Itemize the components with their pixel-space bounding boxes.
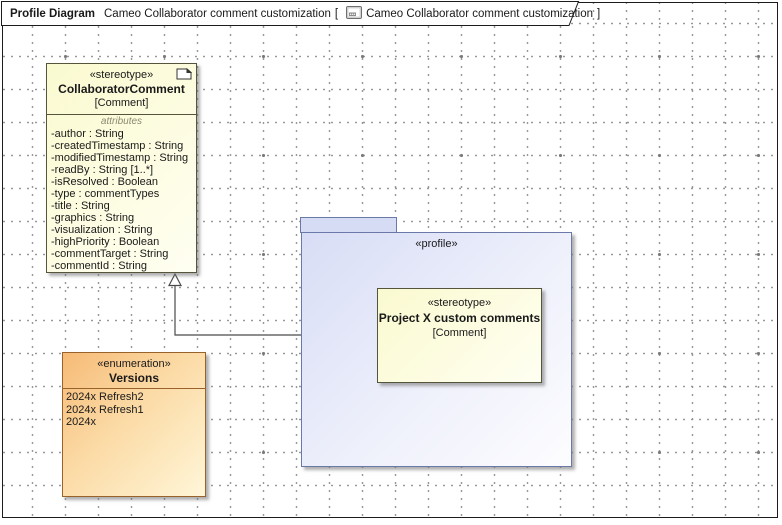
compartment-divider xyxy=(47,114,196,115)
profile-diagram-icon xyxy=(346,6,363,22)
enumeration-literal[interactable]: 2024x xyxy=(66,416,96,428)
attribute-row[interactable]: -commentTarget : String xyxy=(51,248,169,260)
diagram-context-label: Cameo Collaborator comment customization xyxy=(366,8,594,20)
attribute-row[interactable]: -graphics : String xyxy=(51,212,135,224)
metaclass-label: [Comment] xyxy=(432,327,487,339)
attribute-row[interactable]: -type : commentTypes xyxy=(51,188,160,200)
diagram-type-label: Profile Diagram xyxy=(10,8,95,20)
bracket-close: ] xyxy=(597,8,601,20)
bracket-open: [ xyxy=(334,8,339,20)
profile-stereotype-label: «profile» xyxy=(415,238,458,250)
attribute-row[interactable]: -author : String xyxy=(51,128,124,140)
enumeration-literal[interactable]: 2024x Refresh1 xyxy=(66,403,144,416)
stereotype-keyword-label: «enumeration» xyxy=(97,358,171,370)
attribute-row[interactable]: -modifiedTimestamp : String xyxy=(51,152,189,164)
stereotype-project-x-custom-comments[interactable]: «stereotype» Project X custom comments [… xyxy=(377,288,542,383)
stereotype-keyword-label: «stereotype» xyxy=(89,69,154,81)
enumeration-versions[interactable]: «enumeration» Versions 2024x Refresh2 20… xyxy=(62,352,206,497)
class-shape-icon xyxy=(176,67,193,84)
class-name-label: CollaboratorComment xyxy=(58,82,185,96)
attribute-row[interactable]: -createdTimestamp : String xyxy=(51,140,184,152)
attribute-row[interactable]: -readBy : String [1..*] xyxy=(51,164,154,176)
profile-package-tab[interactable] xyxy=(300,217,397,233)
attribute-row[interactable]: -highPriority : Boolean xyxy=(51,236,160,248)
attribute-row[interactable]: -commentId : String xyxy=(51,260,147,272)
attributes-compartment: -author : String -createdTimestamp : Str… xyxy=(47,128,196,272)
attribute-row[interactable]: -isResolved : Boolean xyxy=(51,176,159,188)
diagram-name-label: Cameo Collaborator comment customization xyxy=(104,8,331,20)
diagram-header-text: Profile Diagram Cameo Collaborator comme… xyxy=(10,6,604,22)
attribute-row[interactable]: -visualization : String xyxy=(51,224,153,236)
enumeration-name-label: Versions xyxy=(108,371,160,385)
stereotype-keyword-label: «stereotype» xyxy=(427,297,492,309)
attribute-row[interactable]: -title : String xyxy=(51,200,110,212)
metaclass-label: [Comment] xyxy=(94,97,149,109)
stereotype-class-collaboratorcomment[interactable]: «stereotype» CollaboratorComment [Commen… xyxy=(46,63,197,273)
enumeration-literal[interactable]: 2024x Refresh2 xyxy=(66,391,144,403)
compartment-divider xyxy=(63,388,205,389)
attributes-compartment-label: attributes xyxy=(100,116,143,127)
stereotype-name-label: Project X custom comments xyxy=(378,311,541,325)
diagram-frame-header[interactable] xyxy=(1,1,583,28)
literals-compartment: 2024x Refresh2 2024x Refresh1 2024x xyxy=(63,391,205,429)
